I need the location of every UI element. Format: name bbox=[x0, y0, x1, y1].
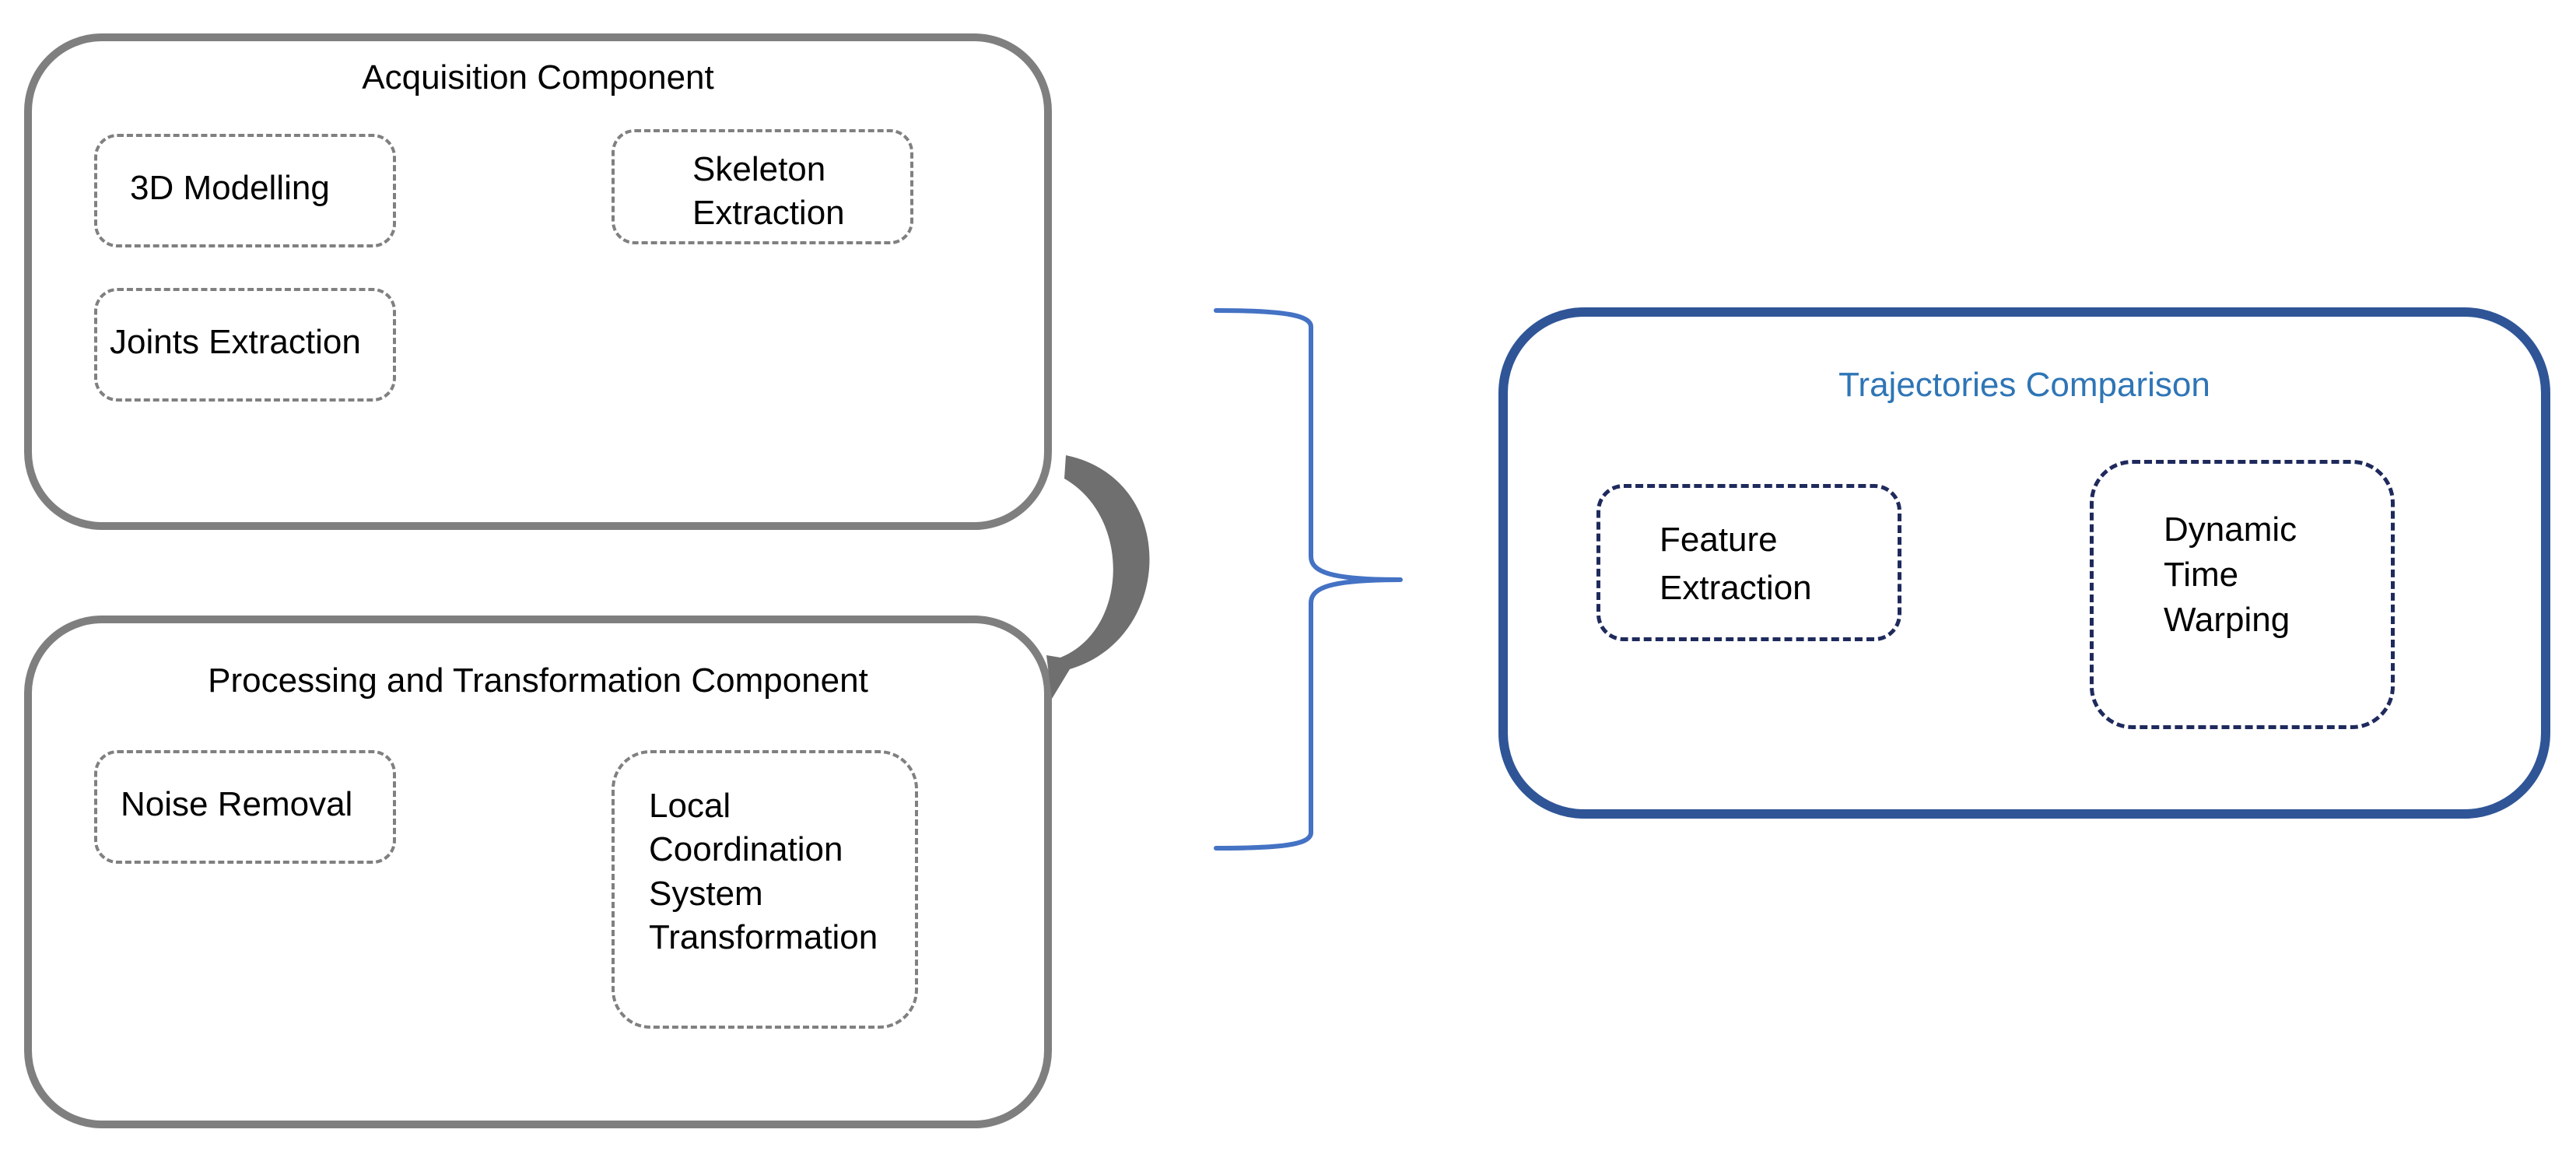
acquisition-component-title: Acquisition Component bbox=[362, 58, 714, 96]
skeleton-extraction-box: Skeleton Extraction bbox=[612, 129, 913, 244]
local-coordination-box: Local Coordination System Transformation bbox=[612, 750, 918, 1029]
joints-extraction-box: Joints Extraction bbox=[94, 288, 396, 402]
feature-extraction-box: Feature Extraction bbox=[1596, 484, 1901, 641]
joints-extraction-label: Joints Extraction bbox=[110, 323, 361, 361]
noise-removal-box: Noise Removal bbox=[94, 750, 396, 864]
curly-brace-icon bbox=[1214, 308, 1403, 851]
dynamic-time-warping-box: Dynamic Time Warping bbox=[2090, 460, 2395, 729]
dynamic-time-warping-label: Dynamic Time Warping bbox=[2164, 510, 2297, 640]
trajectories-comparison-title: Trajectories Comparison bbox=[1838, 366, 2210, 404]
feature-extraction-label: Feature Extraction bbox=[1660, 521, 1812, 608]
3d-modelling-box: 3D Modelling bbox=[94, 134, 396, 247]
noise-removal-label: Noise Removal bbox=[121, 785, 353, 823]
local-coordination-label: Local Coordination System Transformation bbox=[649, 787, 878, 956]
acquisition-component-panel: Acquisition Component bbox=[24, 33, 1052, 530]
3d-modelling-label: 3D Modelling bbox=[130, 169, 330, 207]
processing-component-title: Processing and Transformation Component bbox=[208, 661, 868, 700]
skeleton-extraction-label: Skeleton Extraction bbox=[692, 150, 845, 233]
curved-arrow-icon bbox=[1046, 455, 1150, 699]
